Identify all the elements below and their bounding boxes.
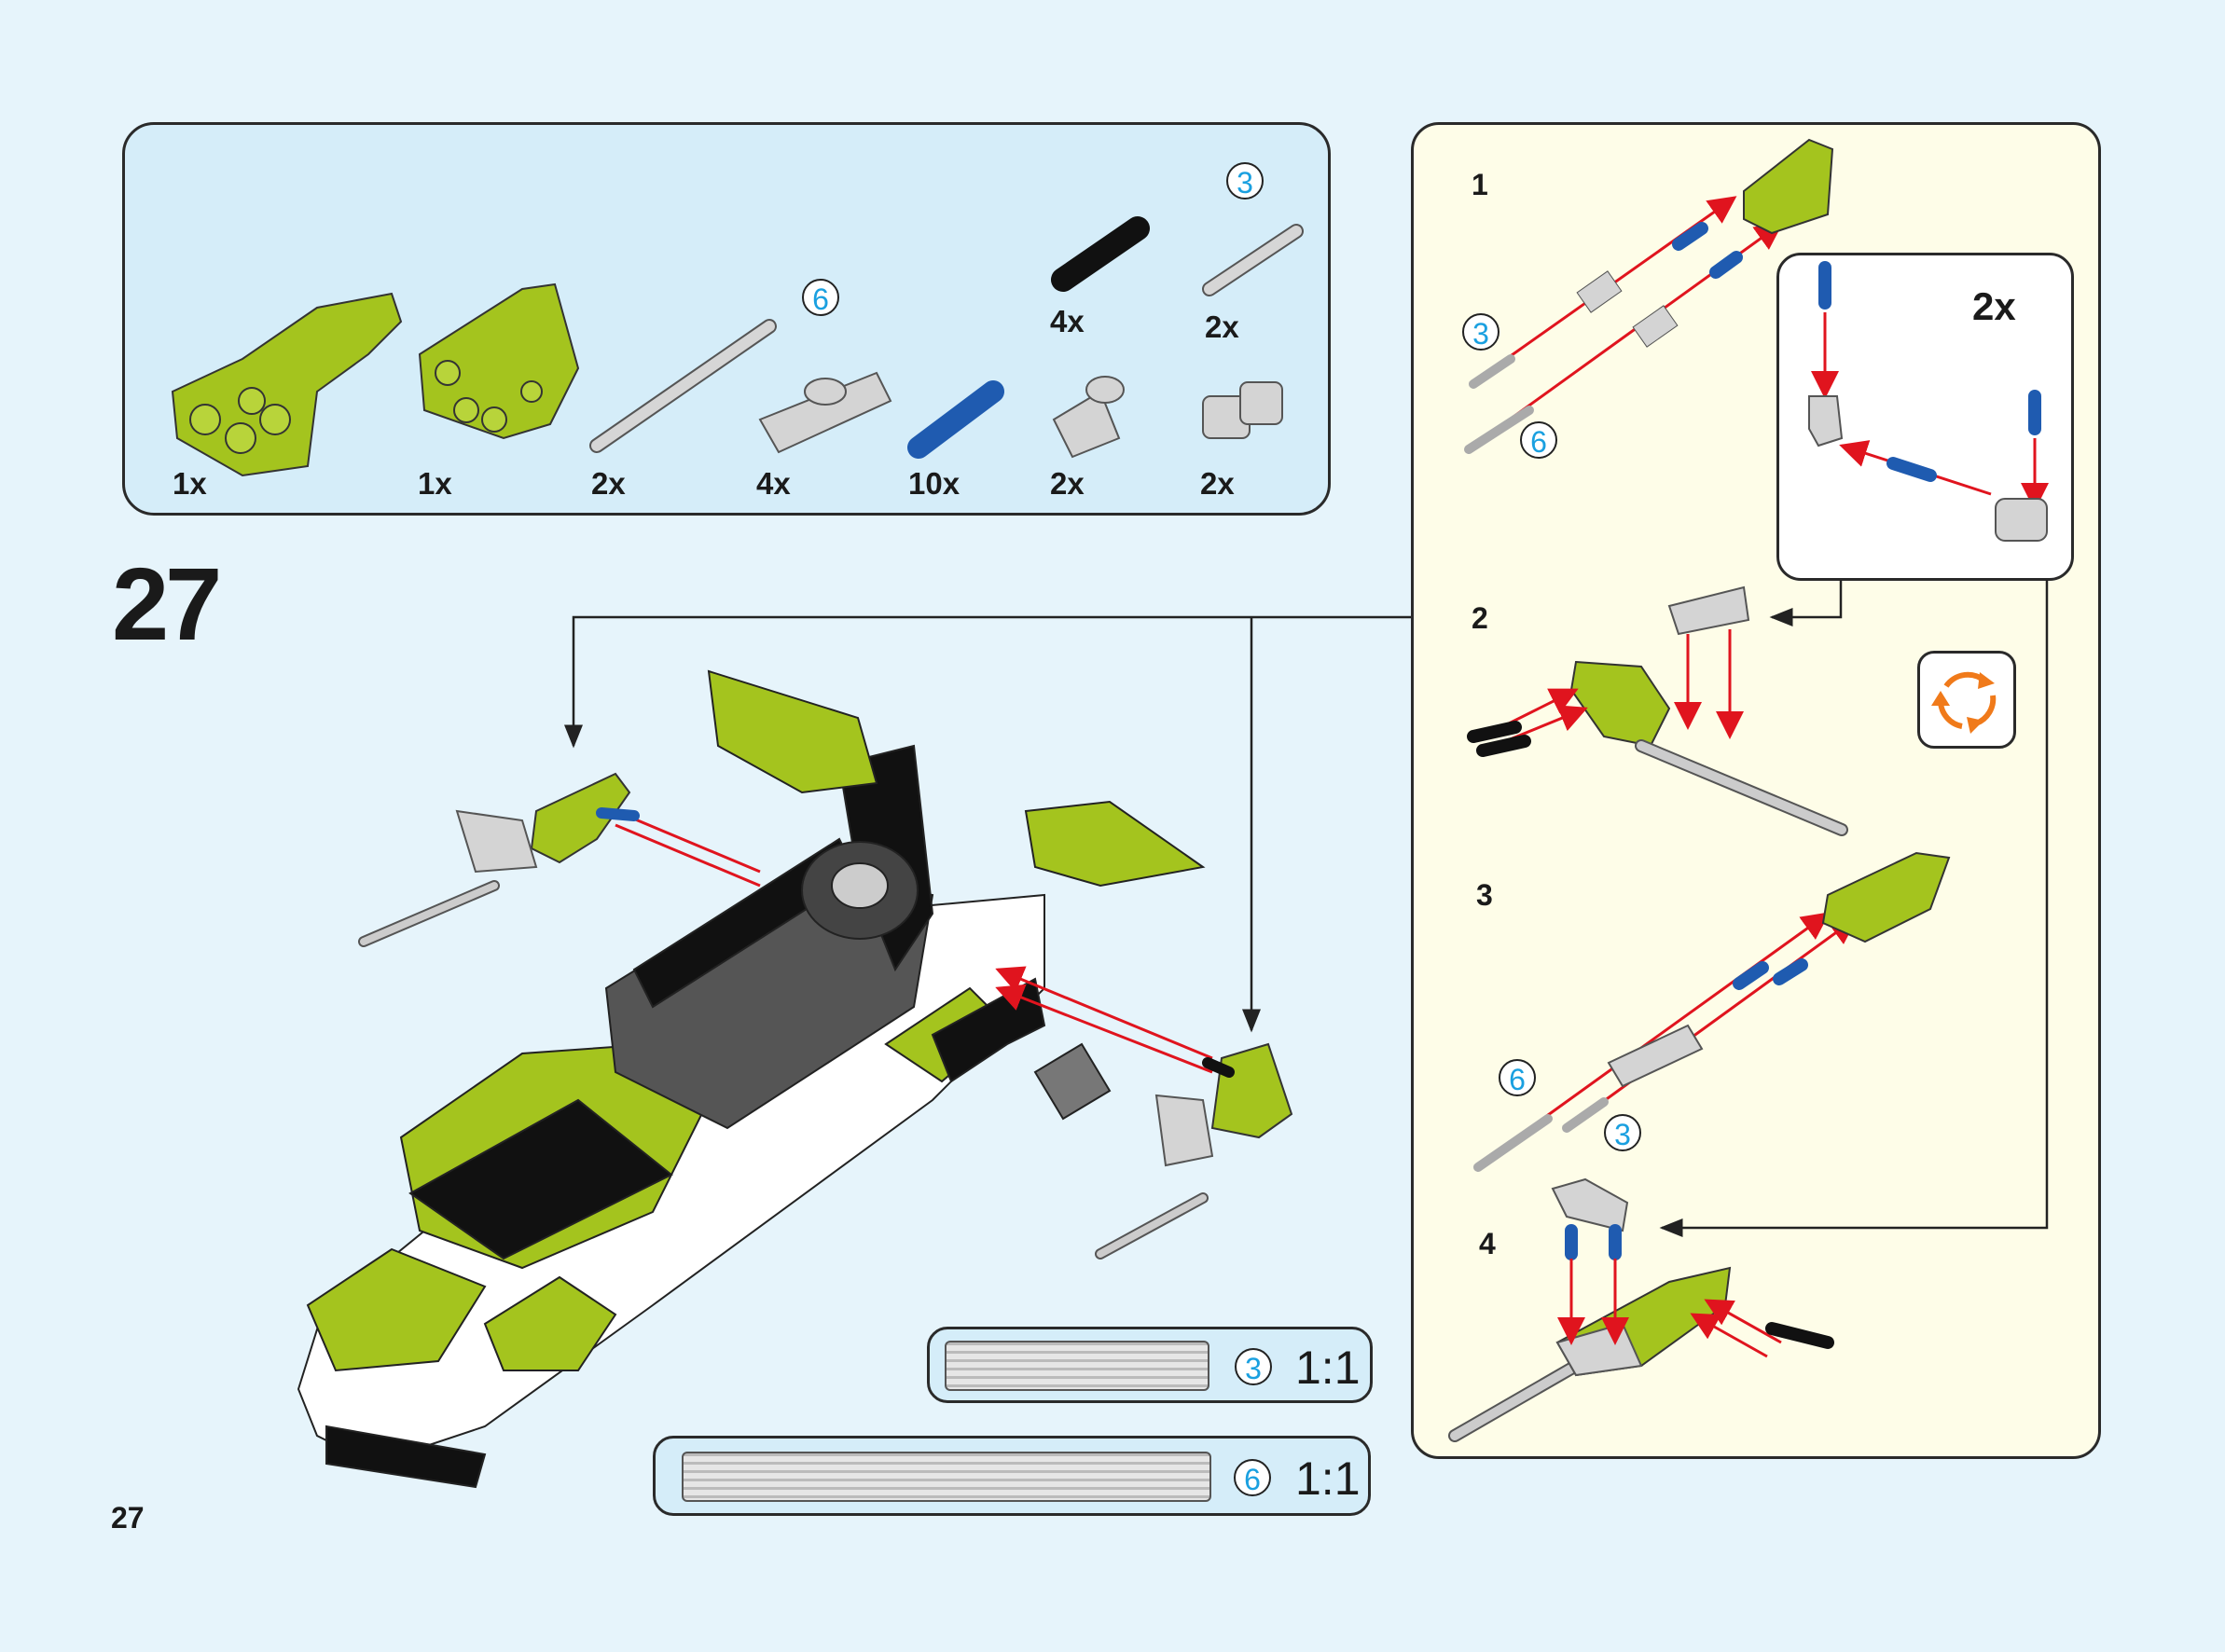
part-qty: 4x [756, 466, 791, 501]
axle-connector-part [758, 371, 892, 454]
substep-label: 4 [1479, 1227, 1496, 1260]
substep-label: 3 [1476, 878, 1493, 912]
substep-label: 1 [1472, 168, 1488, 201]
step4-diagram [1448, 1177, 1834, 1442]
inset-quantity: 2x [1972, 284, 2016, 328]
axle-size-badge: 6 [802, 279, 839, 316]
scale-guide-axle-3: 3 1:1 [927, 1327, 1373, 1403]
left-subassembly-callout [358, 772, 761, 947]
substep-label: 2 [1472, 601, 1488, 635]
scale-ratio: 1:1 [1295, 1342, 1361, 1394]
step1-diagram [1464, 138, 1834, 454]
callout-lines [564, 580, 2049, 1237]
angle-connector-part [1052, 376, 1125, 459]
axle-size-badge: 3 [1235, 1348, 1272, 1385]
axle-silhouette [945, 1341, 1209, 1391]
page-number: 27 [111, 1501, 145, 1535]
part-qty: 10x [908, 466, 960, 501]
step3-diagram [1473, 851, 1951, 1172]
axle-size-badge: 3 [1226, 162, 1264, 200]
part-qty: 2x [1050, 466, 1085, 501]
step2-diagram [1467, 585, 1848, 836]
main-model-assembly [297, 669, 1206, 1489]
lime-panel-left-part [171, 292, 403, 477]
axle-size-badge: 3 [1604, 1114, 1641, 1151]
scale-guide-axle-6: 6 1:1 [653, 1436, 1371, 1516]
right-subassembly-callout [995, 966, 1293, 1260]
lime-panel-right-part [418, 282, 580, 440]
axle-size-badge: 3 [1462, 313, 1499, 351]
part-qty: 1x [173, 466, 207, 501]
rotate-icon [1931, 671, 1997, 734]
scale-ratio: 1:1 [1295, 1452, 1361, 1505]
rotate-model-box [1917, 651, 2016, 749]
axle-size-badge: 6 [1520, 421, 1557, 459]
part-qty: 4x [1050, 304, 1085, 338]
axle-size-badge: 6 [1499, 1059, 1536, 1096]
part-qty: 1x [418, 466, 452, 501]
axle-3-part [1202, 224, 1304, 296]
cross-block-part [1202, 381, 1283, 439]
axle-6-part [589, 319, 777, 453]
part-qty: 2x [591, 466, 626, 501]
black-friction-pin-part [1051, 216, 1150, 292]
axle-size-badge: 6 [1234, 1459, 1271, 1496]
part-qty: 2x [1205, 310, 1239, 344]
part-qty: 2x [1200, 466, 1235, 501]
axle-silhouette [682, 1452, 1211, 1502]
inset-diagram [1808, 261, 2049, 542]
blue-axle-pin-part [907, 380, 1004, 459]
step-number: 27 [112, 547, 222, 662]
